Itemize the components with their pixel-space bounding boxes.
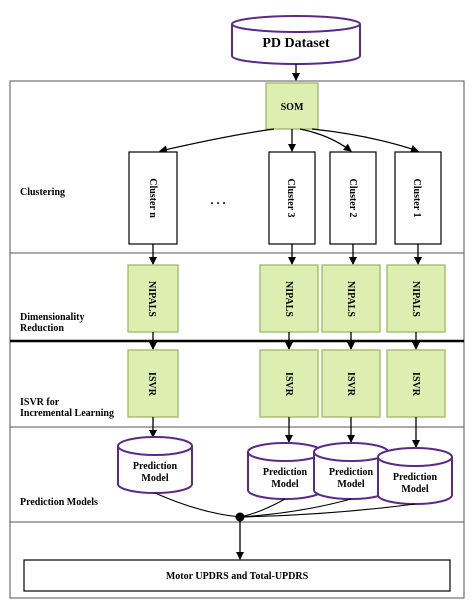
prediction-model-n: Prediction Model	[117, 436, 193, 494]
isvr-label-2: ISVR	[345, 372, 356, 397]
output-label: Motor UPDRS and Total-UPDRS	[166, 571, 309, 582]
isvr-box-1: ISVR	[386, 349, 446, 418]
cluster-to-nipals-arrows	[149, 244, 422, 265]
cluster-n-label: Cluster n	[147, 178, 158, 218]
isvr-box-n: ISVR	[127, 349, 179, 418]
nipals-box-n: NIPALS	[127, 264, 179, 333]
cluster-3-label: Cluster 3	[285, 179, 296, 218]
outer-frame	[9, 80, 465, 599]
isvr-label-1: ISVR	[410, 372, 421, 397]
cluster-2-label: Cluster 2	[347, 179, 358, 218]
output-box	[23, 559, 451, 592]
nipals-box-2: NIPALS	[321, 264, 381, 333]
som-label: SOM	[281, 102, 304, 113]
nipals-box-3: NIPALS	[259, 264, 319, 333]
model-3-line1: Prediction	[263, 467, 308, 478]
nipals-to-isvr-arrows	[149, 332, 420, 350]
cluster-2: Cluster 2	[329, 151, 377, 245]
stage-label-clustering: Clustering	[20, 187, 65, 198]
cluster-3: Cluster 3	[268, 151, 316, 245]
model-1-line1: Prediction	[393, 472, 438, 483]
isvr-label-n: ISVR	[146, 372, 157, 397]
nipals-label-2: NIPALS	[345, 281, 356, 317]
model-2-line1: Prediction	[329, 467, 374, 478]
pd-dataset-cylinder: PD Dataset	[231, 15, 361, 65]
stage-label-prediction-models: Prediction Models	[20, 497, 98, 508]
nipals-box-1: NIPALS	[386, 264, 446, 333]
cluster-1: Cluster 1	[394, 151, 442, 245]
prediction-model-1: Prediction Model	[377, 447, 453, 505]
isvr-label-3: ISVR	[283, 372, 294, 397]
nipals-label-n: NIPALS	[146, 281, 157, 317]
model-3-line2: Model	[271, 479, 298, 490]
isvr-box-3: ISVR	[259, 349, 319, 418]
model-2-line2: Model	[337, 479, 364, 490]
stage-label-isvr: ISVR for	[20, 397, 60, 408]
isvr-box-2: ISVR	[321, 349, 381, 418]
model-1-line2: Model	[401, 484, 428, 495]
som-box	[265, 82, 319, 130]
pd-dataset-label: PD Dataset	[262, 36, 330, 51]
model-n-line1: Prediction	[133, 461, 178, 472]
prediction-model-2: Prediction Model	[313, 442, 389, 500]
ellipsis: . . .	[211, 193, 226, 207]
som-to-clusters-arrows	[159, 128, 419, 154]
isvr-to-model-arrows	[149, 417, 420, 448]
stage-label-dimensionality: Dimensionality	[20, 312, 84, 323]
cluster-n: Cluster n	[128, 151, 178, 245]
nipals-label-1: NIPALS	[410, 281, 421, 317]
stage-label-incremental: Incremental Learning	[20, 408, 114, 419]
models-to-merge-lines	[154, 492, 416, 518]
cluster-1-label: Cluster 1	[411, 179, 422, 218]
model-n-line2: Model	[141, 473, 168, 484]
prediction-model-3: Prediction Model	[247, 442, 323, 500]
nipals-label-3: NIPALS	[283, 281, 294, 317]
stage-label-reduction: Reduction	[20, 323, 64, 334]
